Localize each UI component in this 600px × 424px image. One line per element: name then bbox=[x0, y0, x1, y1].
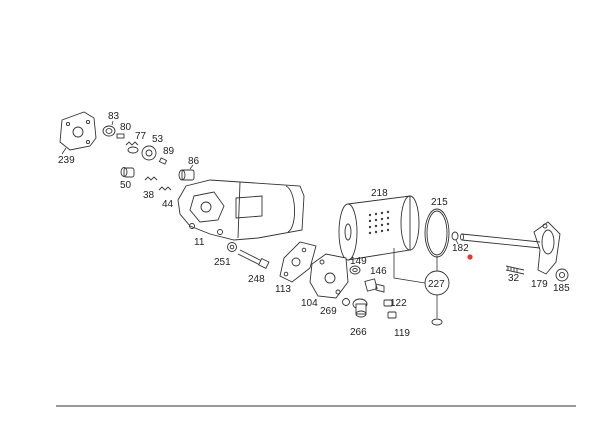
label-11: 11 bbox=[194, 237, 205, 248]
part-50-bushing bbox=[120, 167, 135, 178]
label-248: 248 bbox=[248, 274, 265, 285]
label-77: 77 bbox=[135, 131, 147, 142]
label-113: 113 bbox=[275, 284, 291, 295]
part-labels: 239 83 80 77 53 89 86 50 38 44 11 218 21… bbox=[58, 111, 570, 339]
label-44: 44 bbox=[162, 199, 174, 210]
label-218: 218 bbox=[371, 188, 388, 199]
part-53-gear bbox=[141, 145, 157, 161]
label-86: 86 bbox=[188, 156, 200, 167]
part-146-fitting bbox=[364, 278, 385, 293]
label-83: 83 bbox=[108, 111, 120, 122]
part-218-filter-cartridge bbox=[338, 195, 420, 261]
label-89: 89 bbox=[163, 146, 175, 157]
part-266-plug bbox=[352, 298, 368, 318]
part-89-pin bbox=[158, 157, 168, 165]
part-215-seal-ring bbox=[424, 208, 450, 258]
part-269-washer bbox=[342, 298, 350, 306]
label-149: 149 bbox=[350, 256, 367, 267]
label-239: 239 bbox=[58, 155, 75, 166]
part-86-sleeve bbox=[178, 169, 195, 181]
label-122: 122 bbox=[390, 298, 407, 309]
label-266: 266 bbox=[350, 327, 367, 338]
label-104: 104 bbox=[301, 298, 318, 309]
label-53: 53 bbox=[152, 134, 164, 145]
label-80: 80 bbox=[120, 122, 132, 133]
part-149-ring bbox=[349, 265, 361, 275]
label-119: 119 bbox=[394, 328, 410, 339]
label-32: 32 bbox=[508, 273, 520, 284]
part-179-end-cap bbox=[460, 221, 561, 275]
part-119-screw bbox=[387, 311, 397, 319]
label-251: 251 bbox=[214, 257, 231, 268]
part-11-housing bbox=[177, 179, 305, 241]
label-227: 227 bbox=[428, 279, 445, 290]
part-83-ring bbox=[102, 125, 116, 137]
part-80-bolt bbox=[116, 133, 125, 139]
part-77-spring bbox=[125, 141, 139, 154]
part-248-bolt bbox=[237, 249, 270, 269]
label-38: 38 bbox=[143, 190, 155, 201]
label-50: 50 bbox=[120, 180, 132, 191]
label-146: 146 bbox=[370, 266, 387, 277]
label-182: 182 bbox=[452, 243, 469, 254]
part-239-cover-plate bbox=[59, 111, 97, 151]
label-215: 215 bbox=[431, 197, 448, 208]
part-227-callout bbox=[393, 248, 450, 326]
label-179: 179 bbox=[531, 279, 548, 290]
part-122-screw bbox=[383, 299, 393, 307]
part-32-stud bbox=[505, 265, 525, 275]
part-104-valve-body bbox=[309, 253, 349, 299]
label-269: 269 bbox=[320, 306, 337, 317]
part-44-spring bbox=[158, 186, 172, 191]
part-113-bracket bbox=[279, 241, 317, 283]
part-38-spring bbox=[144, 176, 158, 181]
part-182-washer bbox=[451, 231, 459, 241]
red-marker-dot bbox=[467, 254, 473, 260]
part-185-nut bbox=[555, 268, 569, 282]
label-185: 185 bbox=[553, 283, 570, 294]
part-251-washer bbox=[227, 242, 237, 252]
